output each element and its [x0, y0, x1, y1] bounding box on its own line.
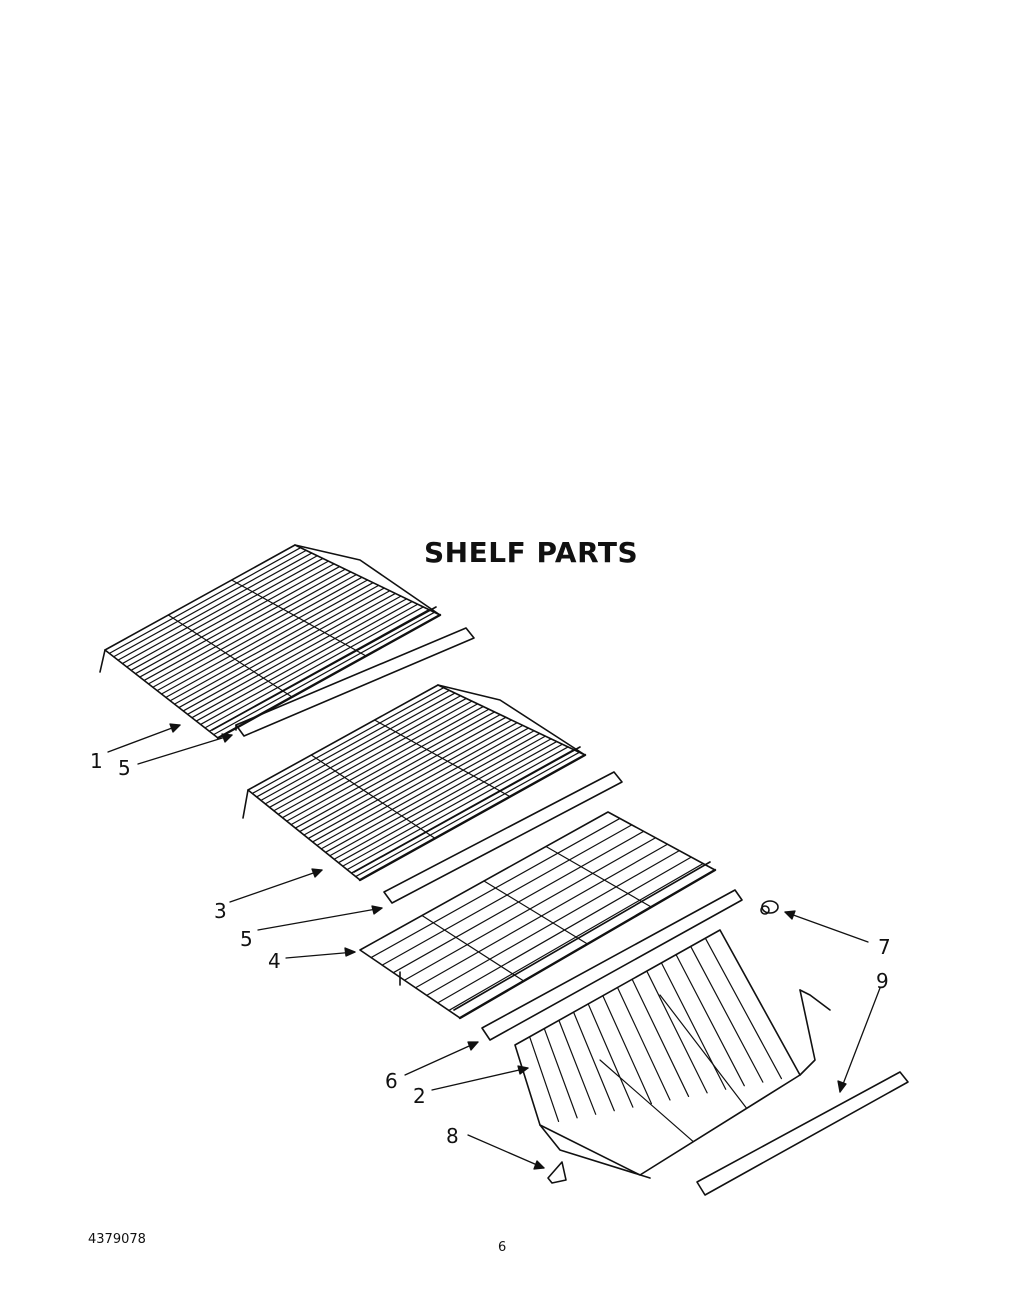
callout-labels: 1 5 3 5 4 7 9 6 2 8 — [90, 749, 891, 1148]
callout-5-upper: 5 — [118, 756, 131, 780]
wire-shelf-3 — [242, 684, 587, 882]
shelf-trim-strip-5-lower — [383, 771, 623, 904]
callout-2: 2 — [413, 1084, 426, 1108]
basket-foot-8 — [547, 1161, 567, 1184]
callout-leaders — [107, 723, 881, 1170]
wire-basket-2 — [514, 929, 831, 1179]
callout-7: 7 — [878, 935, 891, 959]
shelf-frame-4 — [359, 811, 717, 1020]
callout-5-lower: 5 — [240, 927, 253, 951]
callout-4: 4 — [268, 949, 281, 973]
page-number: 6 — [498, 1240, 507, 1255]
shelf-trim-strip-5-upper — [235, 627, 475, 737]
callout-3: 3 — [214, 899, 227, 923]
callout-6: 6 — [385, 1069, 398, 1093]
callout-8: 8 — [446, 1124, 459, 1148]
diagram-title: SHELF PARTS — [424, 536, 639, 569]
bushing-7 — [760, 900, 779, 915]
document-number: 4379078 — [88, 1232, 146, 1247]
callout-1: 1 — [90, 749, 103, 773]
wire-shelf-1 — [99, 544, 442, 740]
shelf-trim-strip-6 — [481, 889, 743, 1041]
trim-strip-9 — [696, 1071, 909, 1196]
callout-9: 9 — [876, 969, 889, 993]
